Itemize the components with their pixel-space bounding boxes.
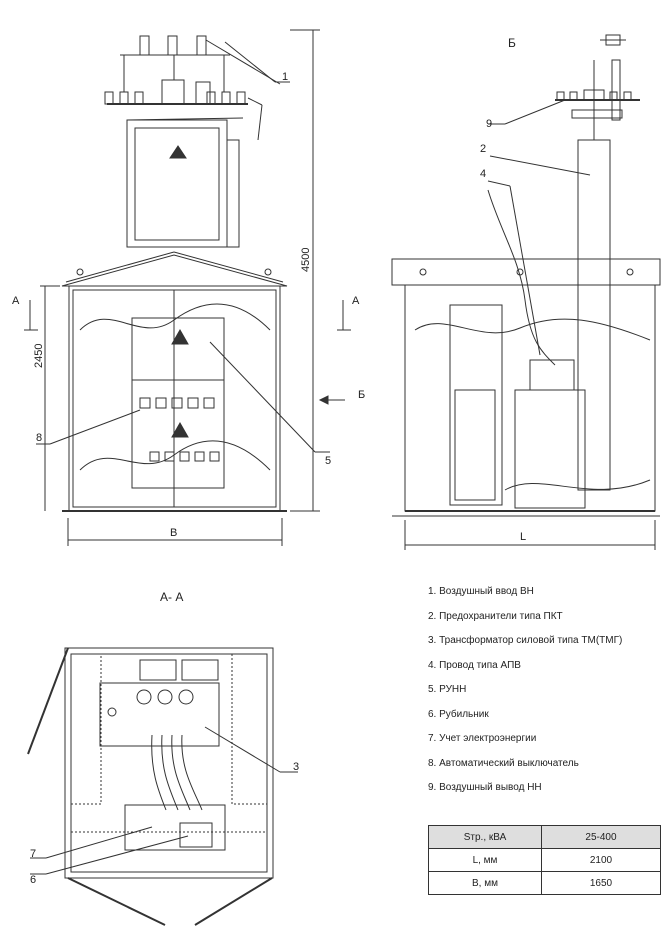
legend-item: 4. Провод типа АПВ bbox=[428, 659, 521, 671]
table-header-row: Sтр., кВА 25-400 bbox=[428, 825, 661, 849]
callout-3: 3 bbox=[293, 761, 299, 773]
callout-1: 1 bbox=[282, 71, 288, 83]
callout-4: 4 bbox=[480, 168, 486, 180]
legend-item: 8. Автоматический выключатель bbox=[428, 757, 579, 769]
insulator-icon bbox=[104, 79, 246, 105]
side-view-title: Б bbox=[508, 36, 516, 50]
section-mark-right: А bbox=[352, 295, 360, 307]
table-cell: 2100 bbox=[541, 848, 661, 872]
dim-height-total: 4500 bbox=[300, 248, 312, 272]
table-header-cell: 25-400 bbox=[541, 825, 661, 849]
table-row: B, мм 1650 bbox=[428, 871, 661, 895]
callout-2: 2 bbox=[480, 143, 486, 155]
section-mark-side: Б bbox=[358, 389, 365, 401]
callout-7: 7 bbox=[30, 848, 36, 860]
table-cell: 1650 bbox=[541, 871, 661, 895]
table-cell: L, мм bbox=[428, 848, 542, 872]
legend-item: 3. Трансформатор силовой типа ТМ(ТМГ) bbox=[428, 635, 623, 646]
section-a-a bbox=[27, 647, 298, 926]
table-cell: B, мм bbox=[428, 871, 542, 895]
legend-item: 9. Воздушный вывод НН bbox=[428, 782, 542, 793]
callout-8: 8 bbox=[36, 432, 42, 444]
side-view bbox=[391, 34, 661, 550]
insulator-icon bbox=[556, 89, 632, 101]
front-view bbox=[24, 29, 351, 546]
table-header-cell: Sтр., кВА bbox=[428, 825, 542, 849]
legend-list: 1. Воздушный ввод ВН 2. Предохранители т… bbox=[428, 585, 658, 806]
legend-item: 6. Рубильник bbox=[428, 708, 489, 720]
table-row: L, мм 2100 bbox=[428, 848, 661, 872]
legend-item: 1. Воздушный ввод ВН bbox=[428, 586, 534, 597]
section-mark-left: А bbox=[12, 295, 20, 307]
breaker-row-icon bbox=[139, 397, 220, 462]
legend-item: 7. Учет электроэнергии bbox=[428, 733, 537, 744]
callout-5: 5 bbox=[325, 455, 331, 467]
dim-width-b: B bbox=[170, 527, 177, 539]
legend-item: 2. Предохранители типа ПКТ bbox=[428, 610, 563, 622]
callout-9: 9 bbox=[486, 118, 492, 130]
legend-item: 5. РУНН bbox=[428, 684, 467, 695]
dim-height-lower: 2450 bbox=[33, 344, 45, 368]
section-title: А- А bbox=[160, 590, 183, 604]
spec-table: Sтр., кВА 25-400 L, мм 2100 B, мм 1650 bbox=[428, 825, 661, 895]
dim-length-l: L bbox=[520, 531, 526, 543]
callout-6: 6 bbox=[30, 874, 36, 886]
